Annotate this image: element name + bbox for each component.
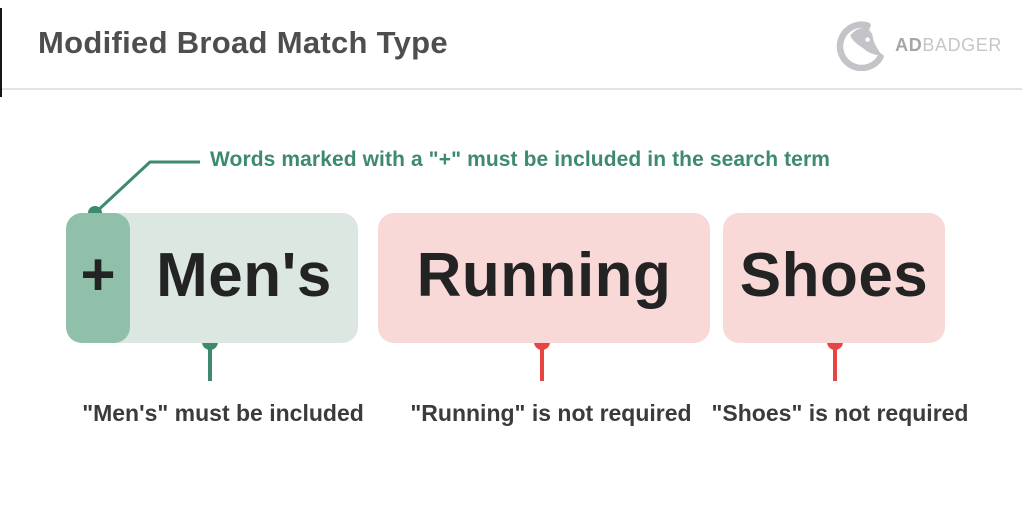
keyword-box-shoes: Shoes [723,213,945,343]
left-edge-line [0,8,2,97]
caption-mens: "Men's" must be included [82,400,364,426]
header-bar: Modified Broad Match Type ADBADGER [0,0,1022,97]
keyword-word-shoes: Shoes [739,240,929,310]
caption-shoes: "Shoes" is not required [711,400,969,426]
plus-modifier-chip: + [66,213,130,343]
keyword-box-mens: + Men's [66,213,358,343]
page-title: Modified Broad Match Type [38,25,448,60]
keyword-box-running: Running [378,213,710,343]
plus-rule-annotation: Words marked with a "+" must be included… [210,148,830,171]
keyword-word-mens: Men's [156,240,332,310]
caption-running: "Running" is not required [410,400,692,426]
badger-logo-icon [836,21,885,71]
keyword-word-wrap: Men's [130,213,358,343]
plus-modifier-sign: + [80,240,116,308]
keyword-word-running: Running [416,240,672,310]
logo-text-badger: BADGER [922,34,1002,55]
adbadger-logo-text: ADBADGER [895,35,1002,56]
callout-line-plus [88,160,200,220]
logo-text-ad: AD [895,34,923,55]
adbadger-logo: ADBADGER [834,19,1002,71]
